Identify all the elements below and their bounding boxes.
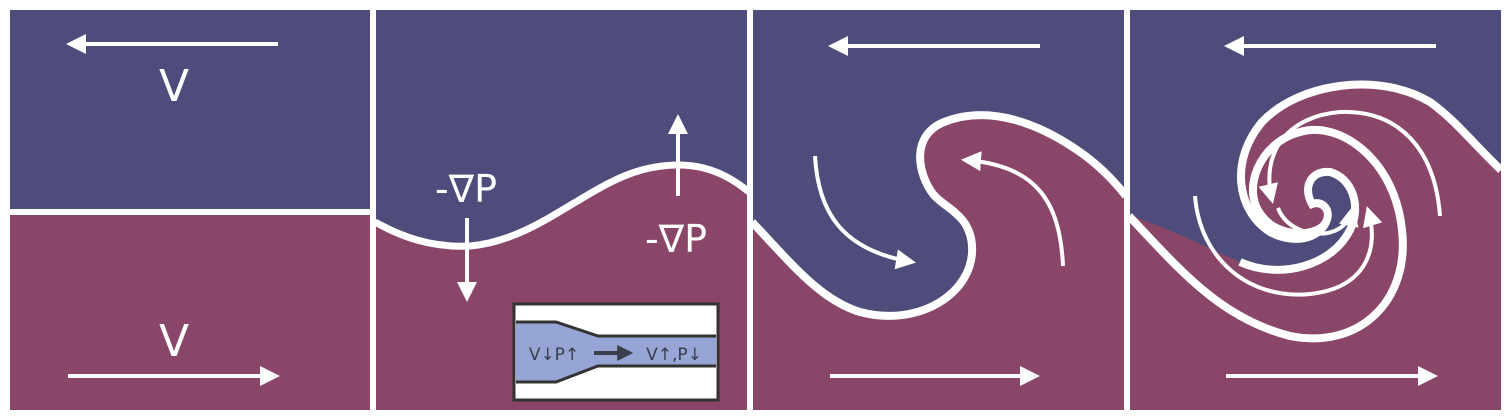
upper-velocity-label: V	[159, 61, 189, 112]
upper-swirl-arrow	[813, 155, 916, 270]
interface-line	[749, 111, 1130, 320]
panel-4-kelvin-helmholtz-vortex	[1126, 10, 1504, 410]
panel-2-perturbed-interface: -∇P -∇P V↓P↑ V↑,P↓	[373, 10, 752, 410]
panel-1-flat-interface: V V	[10, 10, 372, 410]
inset-left-state: V↓P↑	[529, 345, 579, 365]
lower-swirl-arrow	[961, 151, 1065, 267]
venturi-inset: V↓P↑ V↑,P↓	[512, 302, 720, 402]
crest-gradient-label: -∇P	[645, 217, 707, 261]
panel-frames	[370, 10, 1130, 410]
inner-swirl-arrow	[1276, 206, 1359, 236]
outer-upper-swirl-arrow	[1193, 195, 1383, 297]
upper-fluid-region	[1129, 10, 1501, 270]
inset-upper-wall	[516, 320, 716, 338]
trough-gradient-label: -∇P	[435, 167, 497, 211]
panel-3-rolling-wave	[749, 10, 1130, 411]
upper-fluid-region	[10, 10, 372, 212]
inset-lower-wall	[516, 364, 716, 384]
inset-right-state: V↑,P↓	[646, 345, 702, 365]
outer-lower-swirl-arrow	[1258, 109, 1442, 217]
lower-velocity-label: V	[159, 316, 189, 367]
interface-line	[1126, 125, 1407, 343]
lower-fluid-region	[752, 115, 1126, 411]
upper-fluid-region	[375, 10, 749, 247]
lower-fluid-region	[10, 212, 372, 410]
interface-line	[373, 161, 752, 250]
